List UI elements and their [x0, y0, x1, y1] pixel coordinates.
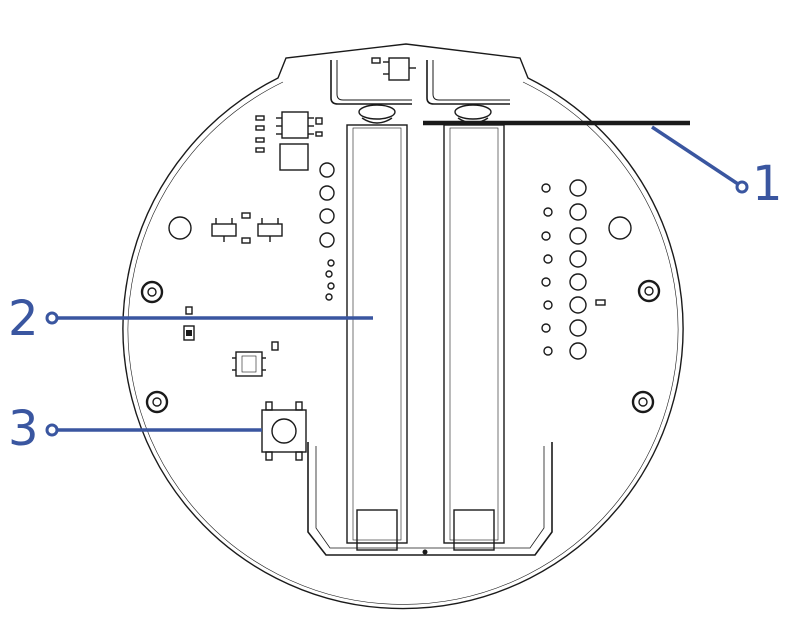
- callout-3-label: 3: [8, 401, 39, 457]
- mount-hole-right: [608, 216, 632, 240]
- callout-2-label: 2: [8, 291, 39, 347]
- board-outline: [122, 43, 684, 610]
- callout-1-label: 1: [752, 156, 783, 212]
- sensor-component: [232, 351, 266, 377]
- screw-boss-top-left: [140, 280, 164, 304]
- callout-2-dot: [45, 311, 59, 325]
- screw-boss-top-right: [637, 279, 661, 303]
- pin-column-right: [541, 179, 606, 360]
- transistor-left: [211, 218, 237, 242]
- ic-upper-left: [255, 111, 323, 171]
- transistor-right: [257, 218, 283, 242]
- ic-top-center: [371, 57, 416, 81]
- callout-1-leader: [651, 125, 739, 186]
- battery-slot-1: [330, 60, 412, 551]
- screw-boss-bottom-right: [631, 390, 655, 414]
- mount-hole-left: [168, 216, 192, 240]
- pin-column-left: [319, 162, 335, 301]
- board-inner-outline: [127, 81, 679, 605]
- battery-slot-2: [426, 60, 510, 551]
- screw-boss-bottom-left: [145, 390, 169, 414]
- tactile-button: [261, 401, 307, 461]
- battery-holder-frame: [307, 442, 553, 556]
- callout-3-dot: [45, 423, 59, 437]
- callout-1-dot: [735, 180, 749, 194]
